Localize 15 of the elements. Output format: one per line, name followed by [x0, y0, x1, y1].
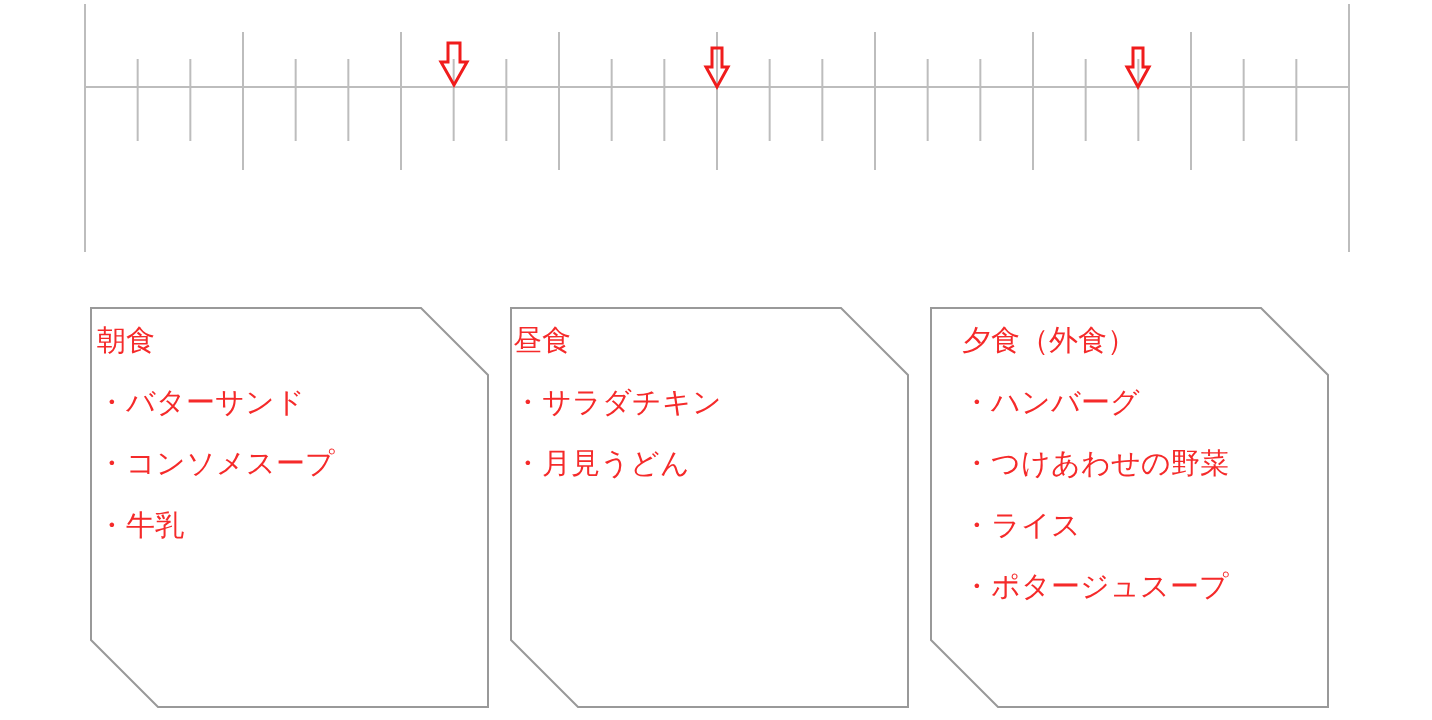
meal-heading: 朝食: [97, 322, 155, 359]
menu-item: ・バターサンド: [97, 383, 305, 421]
menu-item: ・ハンバーグ: [962, 383, 1140, 421]
menu-item: ・コンソメスープ: [97, 445, 335, 482]
meal-heading: 昼食: [513, 322, 571, 359]
menu-item: ・サラダチキン: [513, 383, 722, 421]
meal-heading: 夕食（外食）: [962, 322, 1136, 359]
menu-item: ・ライス: [962, 506, 1081, 544]
menu-item: ・つけあわせの野菜: [962, 445, 1229, 482]
menu-item: ・牛乳: [97, 506, 184, 544]
menu-item: ・月見うどん: [513, 445, 690, 482]
menu-card: [510, 307, 909, 708]
menu-card: [930, 307, 1329, 708]
menu-card: [90, 307, 489, 708]
menu-item: ・ポタージュスープ: [962, 568, 1229, 605]
